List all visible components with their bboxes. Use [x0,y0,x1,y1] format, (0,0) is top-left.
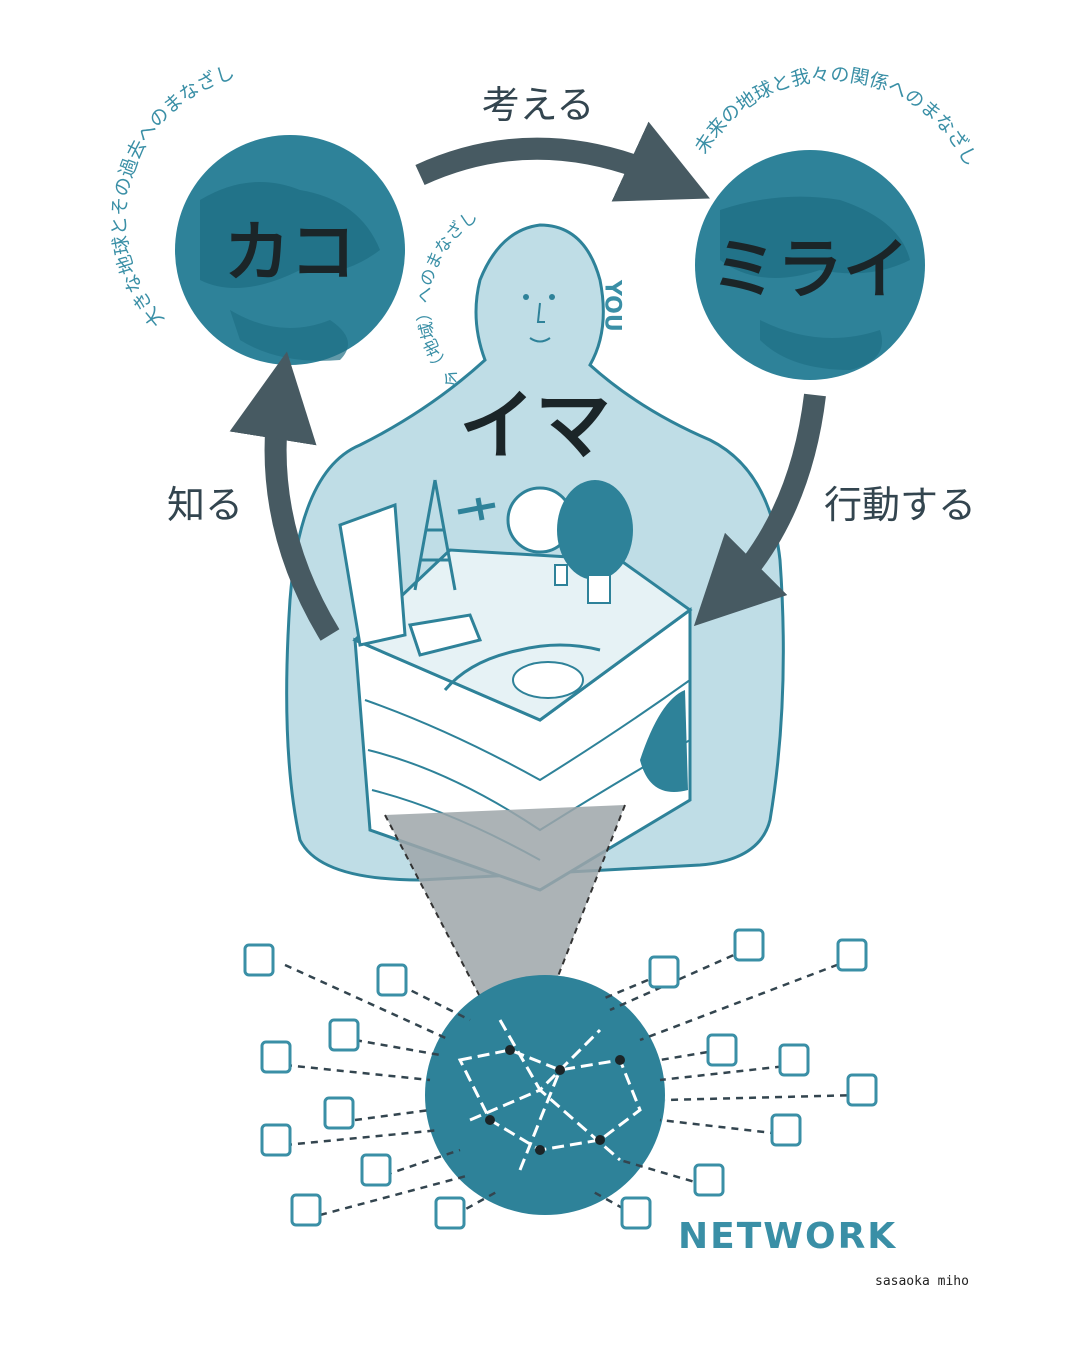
network-globe [425,975,665,1215]
now-label: イマ [459,381,611,470]
think-label: 考える [482,83,595,127]
box-icon [836,938,868,972]
future-label: ミライ [711,231,909,308]
box-icon [290,1193,322,1227]
airplane-icon [457,497,496,521]
signature: sasaoka miho [875,1274,969,1289]
eye-left [523,294,529,300]
box-icon [770,1113,802,1147]
box-icon [434,1196,466,1230]
network-label: NETWORK [678,1216,897,1257]
box-icon [260,1040,292,1074]
you-label: YOU [600,279,625,332]
box-icon [243,943,275,977]
arrow-know [229,351,340,641]
box-icon [706,1033,738,1067]
arrow-act [693,393,826,627]
box-icon [260,1123,292,1157]
box-icon [733,928,765,962]
box-icon [620,1196,652,1230]
network-nodes [243,928,878,1230]
arrow-think [415,121,710,202]
box-icon [360,1153,392,1187]
box-icon [648,955,680,989]
tree-icon [557,480,633,580]
globe-future [695,150,925,380]
tower-icon [413,479,457,591]
box-icon [328,1018,360,1052]
box-icon [693,1163,725,1197]
globe-past [175,135,405,365]
building-icon [338,502,407,647]
box-icon [846,1073,878,1107]
box-icon [778,1043,810,1077]
projection-funnel [385,805,625,1035]
network-links [284,948,861,1217]
box-icon [323,1096,355,1130]
know-label: 知る [167,483,243,527]
act-label: 行動する [824,483,976,527]
past-label: カコ [224,214,356,291]
box-icon [376,963,408,997]
eye-right [549,294,555,300]
now-arc-label: 今（地域）へのまなざし [415,207,482,391]
